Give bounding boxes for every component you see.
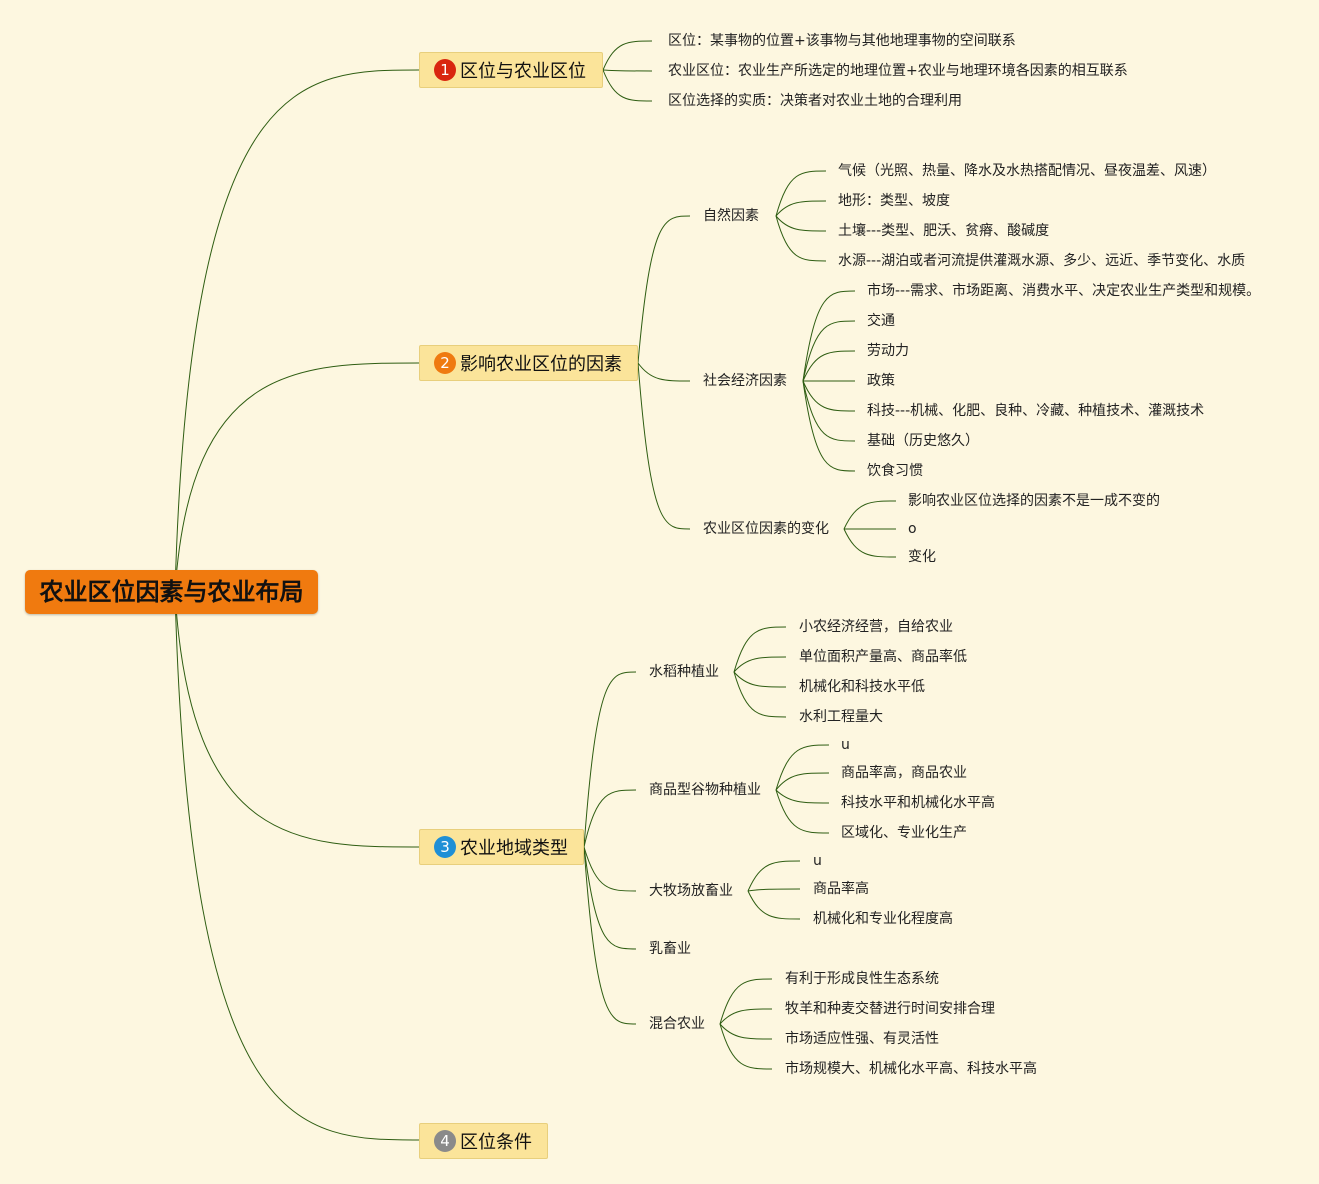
connector-line (174, 362, 420, 593)
connector-line (802, 350, 856, 382)
leaf-water-source[interactable]: 水源---湖泊或者河流提供灌溉水源、多少、远近、季节变化、水质 (838, 253, 1246, 269)
leaf-diet-habits[interactable]: 饮食习惯 (867, 463, 923, 479)
connector-line (775, 744, 830, 791)
connector-line (719, 1008, 773, 1025)
subtopic-factor-changes[interactable]: 农业区位因素的变化 (703, 521, 829, 537)
topic-agricultural-region-types[interactable]: 3 农业地域类型 (419, 829, 584, 865)
leaf-change[interactable]: 变化 (908, 549, 936, 565)
connector-line (747, 890, 801, 920)
connector-line (733, 656, 787, 673)
leaf-high-yield-low-commodity[interactable]: 单位面积产量高、商品率低 (799, 649, 967, 665)
connector-line (174, 591, 420, 1141)
leaf-foundation[interactable]: 基础（历史悠久） (867, 433, 979, 449)
subtopic-socioeconomic-factors[interactable]: 社会经济因素 (703, 373, 787, 389)
connector-line (583, 789, 637, 848)
connector-line (802, 380, 856, 412)
leaf-smallholder-economy[interactable]: 小农经济经营，自给农业 (799, 619, 953, 635)
subtopic-commercial-grain-farming[interactable]: 商品型谷物种植业 (649, 782, 761, 798)
subtopic-natural-factors[interactable]: 自然因素 (703, 208, 759, 224)
connector-line (583, 846, 637, 1025)
connector-line (719, 1023, 773, 1070)
leaf-high-tech-mechanization[interactable]: 科技水平和机械化水平高 (841, 795, 995, 811)
topic-label: 农业地域类型 (460, 838, 568, 859)
leaf-flexibility[interactable]: 市场适应性强、有灵活性 (785, 1031, 939, 1047)
connector-line (719, 978, 773, 1025)
connector-line (775, 215, 827, 262)
number-badge-icon: 2 (434, 352, 456, 374)
leaf-regional-specialized[interactable]: 区域化、专业化生产 (841, 825, 967, 841)
leaf-factors-not-constant[interactable]: 影响农业区位选择的因素不是一成不变的 (908, 493, 1160, 509)
number-badge-icon: 3 (434, 836, 456, 858)
subtopic-ranching[interactable]: 大牧场放畜业 (649, 883, 733, 899)
connector-line (775, 789, 830, 804)
connector-line (802, 320, 856, 382)
connector-line (733, 626, 787, 673)
leaf-agricultural-location-definition[interactable]: 农业区位：农业生产所选定的地理位置+农业与地理环境各因素的相互联系 (668, 63, 1128, 79)
connector-line (775, 170, 827, 217)
root-topic[interactable]: 农业区位因素与农业布局 (25, 570, 318, 614)
connector-line (602, 69, 653, 72)
leaf-technology[interactable]: 科技---机械、化肥、良种、冷藏、种植技术、灌溉技术 (867, 403, 1205, 419)
connector-line (843, 500, 897, 530)
connector-line (733, 671, 787, 688)
leaf-ecosystem[interactable]: 有利于形成良性生态系统 (785, 971, 939, 987)
connector-line (174, 69, 420, 593)
leaf-o[interactable]: o (908, 521, 917, 537)
connector-line (733, 671, 787, 718)
connector-line (174, 591, 420, 848)
leaf-terrain[interactable]: 地形：类型、坡度 (838, 193, 950, 209)
connector-line (775, 200, 827, 217)
leaf-labor[interactable]: 劳动力 (867, 343, 909, 359)
connector-line (802, 380, 856, 472)
leaf-location-choice-essence[interactable]: 区位选择的实质：决策者对农业土地的合理利用 (668, 93, 962, 109)
connector-line (775, 772, 830, 791)
topic-location-conditions[interactable]: 4 区位条件 (419, 1123, 548, 1159)
leaf-high-commodity-rate[interactable]: 商品率高 (813, 881, 869, 897)
leaf-low-mechanization[interactable]: 机械化和科技水平低 (799, 679, 925, 695)
leaf-high-commodity-rate[interactable]: 商品率高，商品农业 (841, 765, 967, 781)
connector-line (802, 380, 856, 442)
connector-line (583, 846, 637, 950)
leaf-rotation[interactable]: 牧羊和种麦交替进行时间安排合理 (785, 1001, 995, 1017)
number-badge-icon: 1 (434, 59, 456, 81)
leaf-high-specialization[interactable]: 机械化和专业化程度高 (813, 911, 953, 927)
topic-label: 区位与农业区位 (460, 61, 586, 82)
topic-label: 影响农业区位的因素 (460, 354, 622, 375)
connector-line (583, 671, 637, 848)
leaf-soil[interactable]: 土壤---类型、肥沃、贫瘠、酸碱度 (838, 223, 1050, 239)
topic-label: 区位条件 (460, 1132, 532, 1153)
leaf-market[interactable]: 市场---需求、市场距离、消费水平、决定农业生产类型和规模。 (867, 283, 1261, 299)
connector-line (583, 846, 637, 892)
leaf-u[interactable]: u (813, 853, 822, 869)
leaf-large-scale[interactable]: 市场规模大、机械化水平高、科技水平高 (785, 1061, 1037, 1077)
connector-line (637, 362, 691, 530)
connector-line (843, 528, 897, 558)
connector-line (802, 290, 856, 382)
connector-line (602, 69, 653, 102)
connector-line (747, 860, 801, 892)
topic-location-and-agricultural-location[interactable]: 1 区位与农业区位 (419, 52, 603, 88)
connector-line (775, 215, 827, 232)
connector-line (775, 789, 830, 834)
connector-line (747, 888, 801, 892)
number-badge-icon: 4 (434, 1130, 456, 1152)
leaf-u[interactable]: u (841, 737, 850, 753)
topic-factors[interactable]: 2 影响农业区位的因素 (419, 345, 638, 381)
subtopic-rice-farming[interactable]: 水稻种植业 (649, 664, 719, 680)
leaf-large-water-projects[interactable]: 水利工程量大 (799, 709, 883, 725)
connector-line (602, 40, 653, 71)
subtopic-mixed-farming[interactable]: 混合农业 (649, 1016, 705, 1032)
leaf-transport[interactable]: 交通 (867, 313, 895, 329)
connector-line (637, 362, 691, 382)
leaf-location-definition[interactable]: 区位：某事物的位置+该事物与其他地理事物的空间联系 (668, 33, 1016, 49)
leaf-policy[interactable]: 政策 (867, 373, 895, 389)
leaf-climate[interactable]: 气候（光照、热量、降水及水热搭配情况、昼夜温差、风速） (838, 163, 1216, 179)
connector-line (719, 1023, 773, 1040)
subtopic-dairy-farming[interactable]: 乳畜业 (649, 941, 691, 957)
connector-line (637, 215, 691, 364)
